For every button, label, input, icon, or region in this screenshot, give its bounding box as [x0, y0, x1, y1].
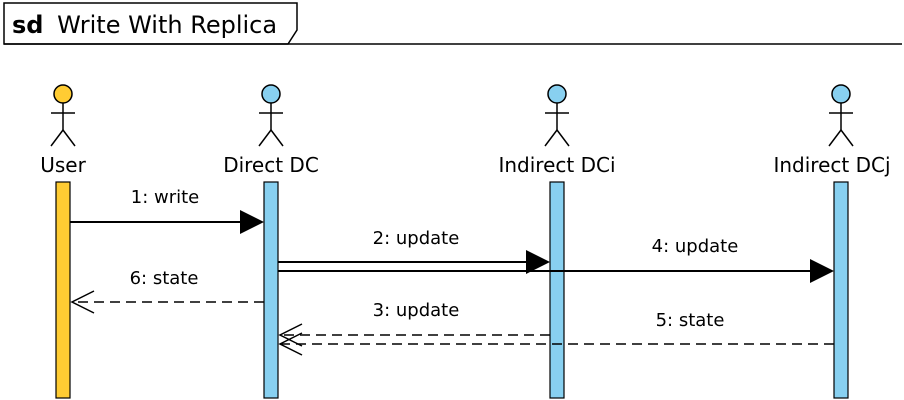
actor-user-head: [53, 84, 73, 104]
actor-user: User: [40, 84, 87, 399]
message-label: 2: update: [373, 228, 460, 249]
message-label: 3: update: [373, 300, 460, 321]
message-label: 5: state: [656, 310, 725, 331]
message-1-write: 1: write: [70, 187, 264, 234]
message-4-update: 4: update: [278, 236, 834, 283]
arrowhead-filled: [240, 210, 264, 234]
message-label: 6: state: [130, 268, 199, 289]
message-5-state: 5: state: [278, 310, 834, 356]
activation-direct-dc: [263, 181, 279, 399]
arrowhead-filled: [810, 259, 834, 283]
message-label: 1: write: [131, 187, 200, 208]
diagram-frame: sd Write With Replica: [3, 2, 902, 45]
frame-title: Write With Replica: [57, 11, 277, 39]
arrowhead-open: [278, 332, 303, 356]
lifeline-label-direct-dc: Direct DC: [223, 153, 319, 177]
actor-indirect-dci-head: [547, 84, 567, 104]
message-3-update: 3: update: [278, 300, 550, 347]
actor-indirect-dcj-head: [831, 84, 851, 104]
actor-indirect-dci: Indirect DCi: [498, 84, 616, 399]
message-6-state: 6: state: [70, 268, 264, 314]
lifeline-label-user: User: [40, 153, 86, 177]
activation-user: [55, 181, 71, 399]
activation-indirect-dci: [549, 181, 565, 399]
message-2-update: 2: update: [278, 228, 550, 274]
actor-direct-dc-head: [261, 84, 281, 104]
arrowhead-open: [278, 323, 303, 347]
arrowhead-filled: [526, 250, 550, 274]
activation-indirect-dcj: [833, 181, 849, 399]
lifeline-label-indirect-dci: Indirect DCi: [498, 153, 615, 177]
actor-indirect-dcj: Indirect DCj: [773, 84, 891, 399]
svg-text:sd Write With Replica: sd Write With Replica: [12, 11, 277, 39]
frame-kind: sd: [12, 11, 43, 39]
actor-direct-dc: Direct DC: [223, 84, 319, 399]
message-label: 4: update: [652, 236, 739, 257]
arrowhead-open: [70, 290, 95, 314]
lifeline-label-indirect-dcj: Indirect DCj: [773, 153, 890, 177]
